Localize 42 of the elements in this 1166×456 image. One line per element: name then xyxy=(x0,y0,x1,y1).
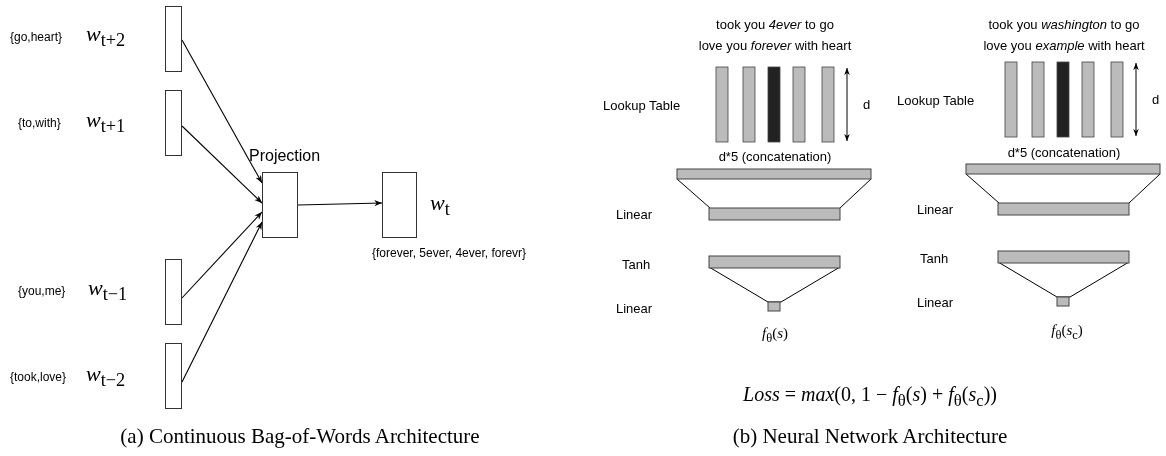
word-variable: w$_{t}$ xyxy=(430,190,450,220)
word-set-label: {to,with} xyxy=(18,117,61,131)
word-variable: w$_{t−2}$ xyxy=(86,361,126,391)
arrow xyxy=(181,211,263,299)
formula-text: f$_{θ}$(s) xyxy=(762,324,788,346)
word-set-label: {took,love} xyxy=(10,371,67,385)
layer-label: Lookup Table xyxy=(897,93,975,109)
layer-label: Tanh xyxy=(622,257,651,273)
formula-text: Loss = max(0, 1 − f$_{θ}$(s) + f$_{θ}$(s$_{c}$)) xyxy=(743,383,997,411)
formula-text: f$_{θ}$(s$_{c}$) xyxy=(1051,321,1083,343)
vector-box xyxy=(165,90,182,156)
layer-label: Linear xyxy=(616,207,653,223)
word-variable: w$_{t−1}$ xyxy=(88,275,128,305)
word-set-label: {forever, 5ever, 4ever, forevr} xyxy=(372,247,527,261)
caption: (a) Continuous Bag-of-Words Architecture xyxy=(120,425,480,449)
arrow xyxy=(297,200,383,207)
caption: (b) Neural Network Architecture xyxy=(732,425,1008,449)
word-variable: w$_{t+2}$ xyxy=(86,21,126,51)
layer-label: Linear xyxy=(616,301,653,317)
arrow xyxy=(181,221,263,383)
vector-box xyxy=(165,343,182,409)
vector-box xyxy=(165,6,182,72)
arrow xyxy=(181,125,263,204)
sentence-text: love you forever with heart xyxy=(698,38,852,54)
dimension-label: d xyxy=(863,97,871,113)
layer-label: Tanh xyxy=(920,251,949,267)
layer-label: Linear xyxy=(917,295,954,311)
word-variable: w$_{t+1}$ xyxy=(86,107,126,137)
dimension-label: d xyxy=(1152,92,1160,108)
layer-label: d*5 (concatenation) xyxy=(1007,145,1121,161)
layer-label: Lookup Table xyxy=(603,98,681,114)
arrow xyxy=(181,39,263,184)
vector-box xyxy=(382,172,417,238)
word-set-label: {go,heart} xyxy=(10,31,63,45)
layer-label: Projection xyxy=(249,147,321,165)
layer-label: d*5 (concatenation) xyxy=(718,149,832,165)
sentence-text: love you example with heart xyxy=(983,38,1145,54)
vector-box xyxy=(165,259,182,325)
sentence-text: took you washington to go xyxy=(988,17,1140,33)
sentence-text: took you 4ever to go xyxy=(716,17,834,33)
layer-label: Linear xyxy=(917,202,954,218)
word-set-label: {you,me} xyxy=(18,285,66,299)
